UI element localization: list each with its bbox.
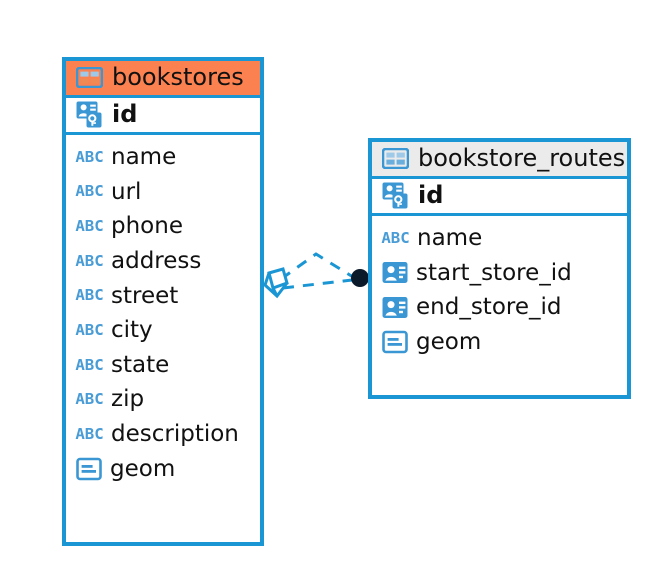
field-row[interactable]: ABC city bbox=[66, 313, 260, 348]
field-row[interactable]: ABC url bbox=[66, 175, 260, 210]
abc-glyph: ABC bbox=[75, 286, 104, 305]
field-row[interactable]: ABC state bbox=[66, 348, 260, 383]
abc-icon: ABC bbox=[75, 182, 104, 201]
abc-icon: ABC bbox=[75, 147, 104, 166]
field-label: name bbox=[417, 224, 483, 251]
abc-glyph: ABC bbox=[75, 182, 104, 201]
abc-icon: ABC bbox=[75, 286, 104, 305]
entity-title: bookstores bbox=[112, 63, 244, 91]
primary-key-icon bbox=[382, 182, 410, 209]
field-list-bookstore-routes: ABC name start_store_id bbox=[372, 216, 627, 366]
field-label: start_store_id bbox=[416, 259, 572, 286]
geometry-icon bbox=[382, 330, 408, 354]
field-row[interactable]: ABC name bbox=[372, 221, 627, 256]
abc-icon: ABC bbox=[75, 251, 104, 270]
table-icon bbox=[382, 147, 409, 169]
field-row[interactable]: ABC name bbox=[66, 140, 260, 175]
abc-icon: ABC bbox=[75, 320, 104, 339]
field-label: url bbox=[111, 178, 142, 205]
relationship-link-lower bbox=[282, 278, 353, 290]
field-label: geom bbox=[110, 455, 176, 482]
abc-icon: ABC bbox=[75, 424, 104, 443]
abc-glyph: ABC bbox=[75, 390, 104, 409]
diamond-marker bbox=[263, 267, 289, 299]
abc-glyph: ABC bbox=[75, 147, 104, 166]
field-row[interactable]: ABC description bbox=[66, 417, 260, 452]
geometry-icon bbox=[76, 457, 102, 481]
abc-glyph: ABC bbox=[75, 355, 104, 374]
primary-key-label: id bbox=[112, 99, 138, 128]
table-icon bbox=[76, 66, 103, 88]
field-label: zip bbox=[111, 386, 145, 413]
field-row[interactable]: geom bbox=[66, 452, 260, 487]
field-label: state bbox=[111, 351, 170, 378]
abc-icon: ABC bbox=[75, 355, 104, 374]
foreign-key-icon bbox=[382, 295, 408, 320]
abc-glyph: ABC bbox=[75, 217, 104, 236]
field-label: street bbox=[111, 282, 179, 309]
abc-icon: ABC bbox=[75, 390, 104, 409]
abc-icon: ABC bbox=[75, 217, 104, 236]
field-list-bookstores: ABC name ABC url ABC phone AB bbox=[66, 135, 260, 493]
field-label: address bbox=[111, 247, 202, 274]
entity-header-bookstores[interactable]: bookstores bbox=[66, 61, 260, 95]
abc-glyph: ABC bbox=[75, 424, 104, 443]
field-label: geom bbox=[416, 328, 482, 355]
primary-key-label: id bbox=[418, 180, 444, 209]
filled-circle-marker bbox=[351, 269, 369, 287]
entity-bookstore-routes[interactable]: bookstore_routes id bbox=[368, 138, 631, 399]
primary-key-row-bookstores[interactable]: id bbox=[66, 94, 260, 135]
field-label: phone bbox=[111, 213, 183, 240]
abc-icon: ABC bbox=[381, 228, 410, 247]
field-row[interactable]: ABC phone bbox=[66, 209, 260, 244]
abc-glyph: ABC bbox=[75, 251, 104, 270]
primary-key-row-bookstore-routes[interactable]: id bbox=[372, 175, 627, 216]
foreign-key-icon bbox=[382, 260, 408, 285]
entity-title: bookstore_routes bbox=[418, 144, 626, 172]
field-row[interactable]: end_store_id bbox=[372, 290, 627, 325]
abc-glyph: ABC bbox=[75, 320, 104, 339]
field-row[interactable]: ABC zip bbox=[66, 382, 260, 417]
field-row[interactable]: start_store_id bbox=[372, 256, 627, 291]
field-row[interactable]: geom bbox=[372, 325, 627, 360]
field-label: name bbox=[111, 143, 177, 170]
field-row[interactable]: ABC address bbox=[66, 244, 260, 279]
field-label: city bbox=[111, 317, 153, 344]
primary-key-icon bbox=[76, 101, 104, 128]
entity-bookstores[interactable]: bookstores id bbox=[62, 57, 264, 546]
relationship-link-upper bbox=[280, 252, 354, 281]
abc-glyph: ABC bbox=[381, 228, 410, 247]
field-label: end_store_id bbox=[416, 294, 562, 321]
field-row[interactable]: ABC street bbox=[66, 279, 260, 314]
entity-header-bookstore-routes[interactable]: bookstore_routes bbox=[372, 142, 627, 176]
field-label: description bbox=[111, 421, 239, 448]
